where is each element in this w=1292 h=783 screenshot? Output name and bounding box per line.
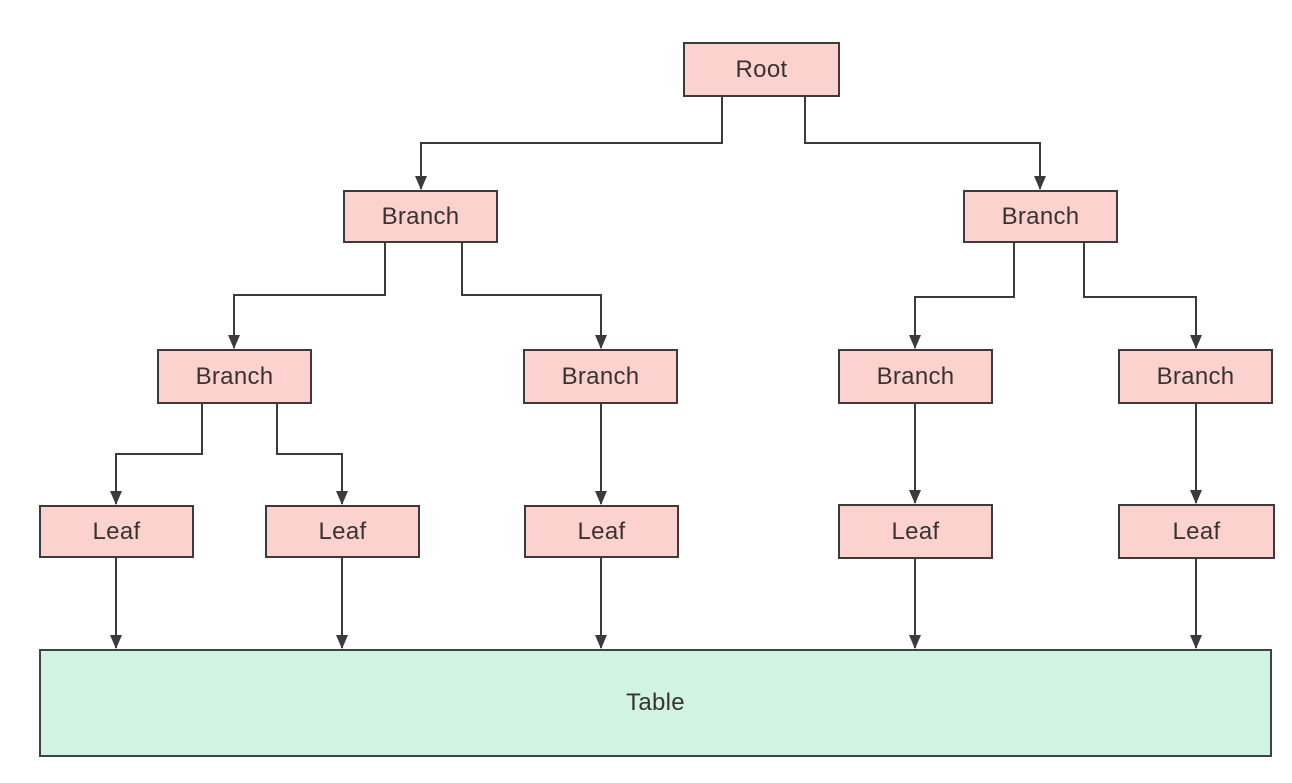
tree-node-leaf-2: Leaf bbox=[265, 505, 420, 558]
node-label-leaf-3: Leaf bbox=[577, 517, 626, 545]
node-label-leaf-5: Leaf bbox=[1172, 517, 1221, 545]
edge-root-to-branch-r bbox=[804, 97, 1046, 190]
tree-node-leaf-5: Leaf bbox=[1118, 504, 1275, 559]
edge-branch-l-to-branch-lr bbox=[461, 243, 607, 349]
tree-node-branch-rl: Branch bbox=[838, 349, 993, 404]
tree-node-leaf-1: Leaf bbox=[39, 505, 194, 558]
node-label-branch-lr: Branch bbox=[561, 362, 640, 390]
node-label-branch-l: Branch bbox=[381, 202, 460, 230]
tree-node-branch-rr: Branch bbox=[1118, 349, 1273, 404]
tree-node-branch-lr: Branch bbox=[523, 349, 678, 404]
tree-node-branch-l: Branch bbox=[343, 190, 498, 243]
node-label-leaf-2: Leaf bbox=[318, 517, 367, 545]
node-label-branch-rr: Branch bbox=[1156, 362, 1235, 390]
node-label-table: Table bbox=[626, 689, 685, 716]
tree-node-root: Root bbox=[683, 42, 840, 97]
node-label-leaf-4: Leaf bbox=[891, 517, 940, 545]
edge-branch-r-to-branch-rr bbox=[1083, 243, 1202, 349]
edge-branch-ll-to-leaf-2 bbox=[276, 404, 348, 505]
tree-node-branch-ll: Branch bbox=[157, 349, 312, 404]
tree-node-leaf-3: Leaf bbox=[524, 505, 679, 558]
edge-branch-l-to-branch-ll bbox=[228, 243, 386, 349]
tree-node-leaf-4: Leaf bbox=[838, 504, 993, 559]
node-label-branch-ll: Branch bbox=[195, 362, 274, 390]
node-label-branch-r: Branch bbox=[1001, 202, 1080, 230]
edge-branch-ll-to-leaf-1 bbox=[110, 404, 203, 505]
edge-branch-r-to-branch-rl bbox=[909, 243, 1015, 349]
node-label-root: Root bbox=[735, 55, 788, 83]
table-node-table: Table bbox=[39, 649, 1272, 757]
node-label-leaf-1: Leaf bbox=[92, 517, 141, 545]
tree-node-branch-r: Branch bbox=[963, 190, 1118, 243]
edge-root-to-branch-l bbox=[415, 97, 723, 190]
node-label-branch-rl: Branch bbox=[876, 362, 955, 390]
